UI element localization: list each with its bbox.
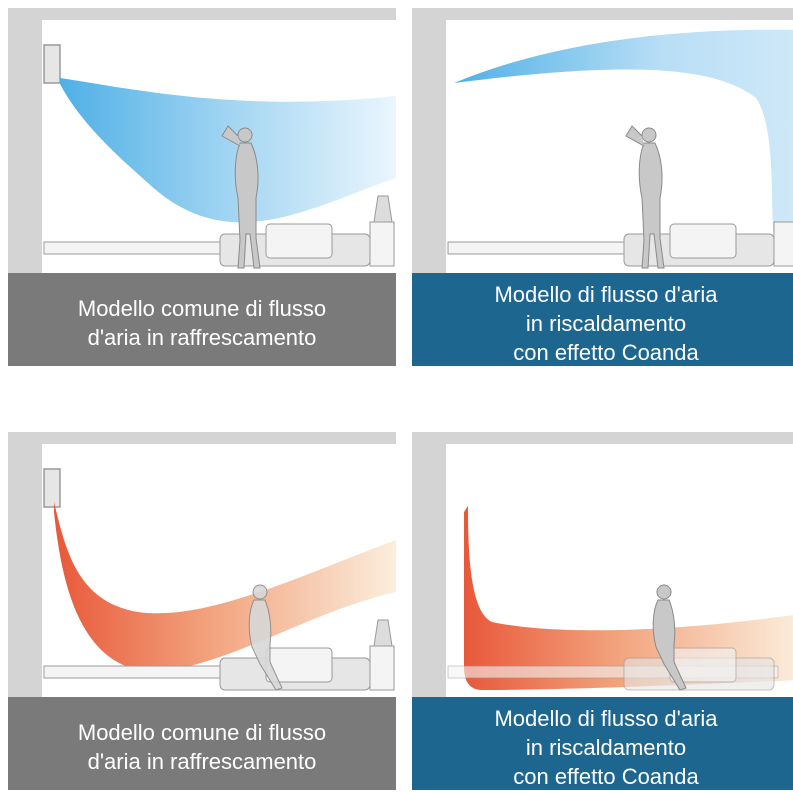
caption-line-1: Modello comune di flusso [77,720,327,745]
air-flow-stream [454,29,793,243]
room-illustration [8,432,396,697]
nightstand [773,221,793,267]
person-seated [652,584,687,691]
person-standing [625,125,665,269]
caption-box: Modello comune di flusso d'aria in raffr… [8,697,396,790]
panel-heating-standard: Modello comune di flusso d'aria in raffr… [8,432,396,790]
caption-line-2: d'aria in raffrescamento [87,749,317,774]
lamp [373,195,393,223]
caption-line-1: Modello di flusso d'aria [494,705,718,731]
air-flow-stream [60,78,396,223]
caption-box: Modello comune di flusso d'aria in raffr… [8,273,396,366]
panel-heating-coanda: Modello di flusso d'aria in riscaldament… [412,432,793,790]
pillow [669,223,737,259]
room-illustration [8,8,396,273]
room-illustration [412,432,793,697]
caption-line-2: in riscaldamento [525,310,687,336]
caption-line-1: Modello comune di flusso [77,296,327,321]
caption-line-3: con effetto Coanda [513,339,699,365]
person-standing [221,125,261,269]
nightstand [369,221,395,267]
caption-box: Modello di flusso d'aria in riscaldament… [412,697,793,790]
air-flow-stream [464,506,793,690]
nightstand [369,645,395,691]
air-flow-stream [54,502,396,672]
caption-line-2: d'aria in raffrescamento [87,325,317,350]
pillow [265,223,333,259]
air-conditioner-unit [43,44,61,84]
caption-box: Modello di flusso d'aria in riscaldament… [412,273,793,366]
lamp [373,619,393,647]
room-illustration [412,8,793,273]
person-seated [248,584,283,691]
air-conditioner-unit [43,468,61,508]
panel-cooling-standard: Modello comune di flusso d'aria in raffr… [8,8,396,366]
caption-line-1: Modello di flusso d'aria [494,281,718,307]
caption-line-3: con effetto Coanda [513,763,699,789]
panel-cooling-coanda: Modello di flusso d'aria in riscaldament… [412,8,793,366]
caption-line-2: in riscaldamento [525,734,687,760]
